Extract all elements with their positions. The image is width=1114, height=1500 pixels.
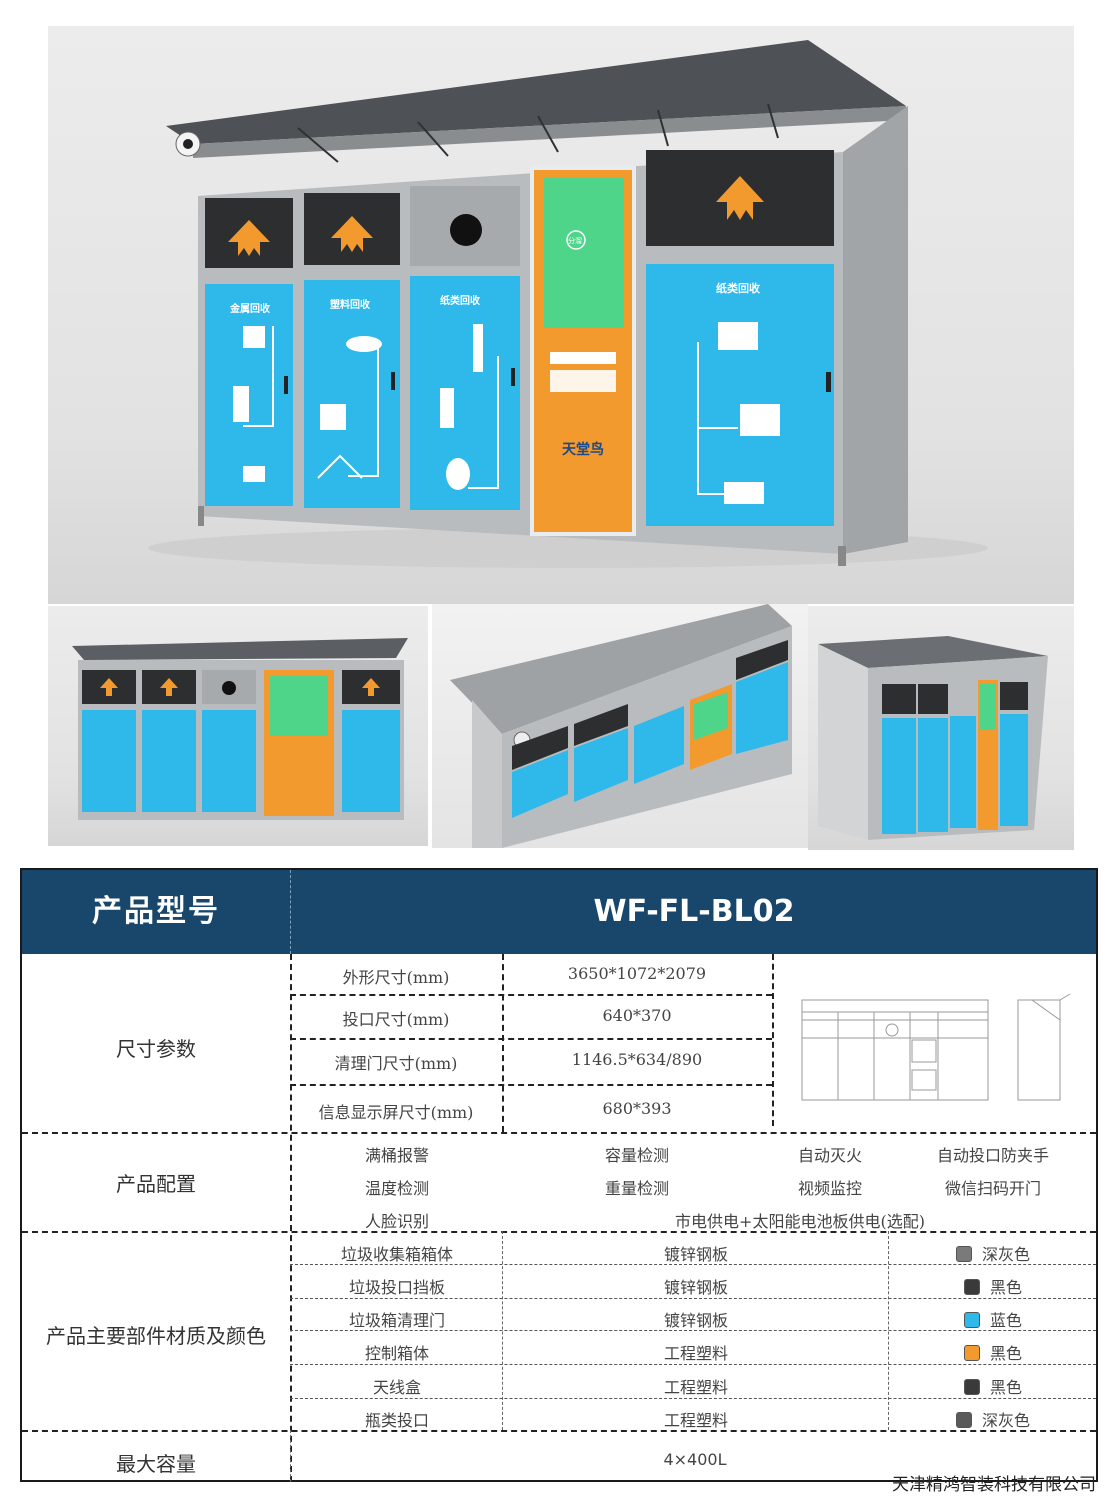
material-type: 工程塑料 [663, 1344, 728, 1363]
dim-label: 信息显示屏尺寸(mm) [318, 1103, 474, 1122]
roof-panel [166, 40, 906, 144]
config-item: 人脸识别 [364, 1212, 429, 1231]
dim-label: 清理门尺寸(mm) [334, 1054, 458, 1073]
recycle-arrow-icon [228, 220, 270, 256]
spec-table-header: 产品型号 WF-FL-BL02 [22, 870, 1096, 954]
color-name: 黑色 [989, 1344, 1022, 1363]
section-config: 产品配置 [116, 1172, 196, 1196]
color-swatch [963, 1279, 980, 1295]
bottle-slot-icon [450, 214, 482, 246]
material-color: 深灰色 [890, 1241, 1096, 1265]
product-photo-main: 金属回收 塑料回收 纸类回收 纸类回收 分溜 天堂鸟 [48, 26, 1074, 604]
recycling-station-side-view [818, 636, 1048, 840]
color-swatch [955, 1246, 972, 1262]
config-item: 自动灭火 [797, 1146, 862, 1165]
door-label-paper-right: 纸类回收 [716, 281, 760, 295]
info-screen [544, 178, 624, 328]
model-label: 产品型号 [92, 894, 220, 929]
material-color: 深灰色 [890, 1407, 1096, 1431]
door-label-metal: 金属回收 [229, 302, 270, 315]
config-item: 容量检测 [604, 1146, 669, 1165]
material-color: 黑色 [890, 1340, 1096, 1364]
material-type: 工程塑料 [663, 1378, 728, 1397]
company-name: 天津精鸿智装科技有限公司 [892, 1475, 1096, 1495]
dim-value: 640*370 [602, 1006, 672, 1025]
color-name: 黑色 [989, 1278, 1022, 1297]
brand-logo-text: 天堂鸟 [562, 441, 604, 458]
material-part: 垃圾箱清理门 [348, 1311, 445, 1330]
dim-value: 3650*1072*2079 [567, 964, 707, 983]
capacity-value: 4×400L [663, 1450, 727, 1469]
screen-badge-text: 分溜 [568, 236, 582, 245]
config-item: 市电供电+太阳能电池板供电(选配) [675, 1212, 925, 1231]
material-part: 瓶类投口 [364, 1411, 429, 1430]
config-item: 重量检测 [604, 1179, 669, 1198]
model-value: WF-FL-BL02 [593, 894, 795, 929]
material-type: 镀锌钢板 [663, 1311, 728, 1330]
color-name: 黑色 [989, 1378, 1022, 1397]
material-type: 镀锌钢板 [663, 1278, 728, 1297]
technical-drawing [801, 993, 1071, 1101]
color-name: 深灰色 [981, 1245, 1030, 1264]
door-label-paper: 纸类回收 [440, 294, 480, 307]
material-type: 镀锌钢板 [663, 1245, 728, 1264]
material-color: 蓝色 [890, 1307, 1096, 1331]
material-part: 垃圾收集箱箱体 [340, 1245, 453, 1264]
color-swatch [963, 1379, 980, 1395]
color-name: 深灰色 [981, 1411, 1030, 1430]
material-part: 控制箱体 [364, 1344, 429, 1363]
config-item: 自动投口防夹手 [936, 1146, 1049, 1165]
section-capacity: 最大容量 [116, 1452, 196, 1476]
dim-value: 1146.5*634/890 [571, 1050, 703, 1069]
dim-label: 外形尺寸(mm) [342, 968, 450, 987]
color-name: 蓝色 [989, 1311, 1022, 1330]
product-photo-side [808, 606, 1074, 850]
recycling-station-front-view [72, 638, 408, 820]
recycling-station-illustration: 金属回收 塑料回收 纸类回收 纸类回收 分溜 天堂鸟 [148, 40, 988, 568]
section-dimensions: 尺寸参数 [116, 1037, 196, 1061]
cleaning-door-plastic [304, 280, 400, 508]
material-type: 工程塑料 [663, 1411, 728, 1430]
material-color: 黑色 [890, 1374, 1096, 1398]
recycle-arrow-icon [716, 176, 764, 220]
color-swatch [963, 1312, 980, 1328]
config-item: 满桶报警 [364, 1146, 429, 1165]
config-item: 视频监控 [797, 1179, 862, 1198]
product-photo-front [48, 606, 428, 846]
spec-table: 产品型号 WF-FL-BL02 尺寸参数 外形尺寸(mm) 3650*1072*… [20, 868, 1098, 1482]
config-item: 温度检测 [364, 1179, 429, 1198]
dim-value: 680*393 [602, 1099, 672, 1118]
recycle-arrow-icon [331, 216, 373, 252]
material-color: 黑色 [890, 1274, 1096, 1298]
config-item: 微信扫码开门 [944, 1179, 1041, 1198]
dim-label: 投口尺寸(mm) [342, 1010, 450, 1029]
material-part: 垃圾投口挡板 [348, 1278, 445, 1297]
product-photo-perspective [432, 604, 808, 848]
door-label-plastic: 塑料回收 [330, 298, 370, 311]
section-materials: 产品主要部件材质及颜色 [46, 1324, 266, 1348]
color-swatch [955, 1412, 972, 1428]
material-part: 天线盒 [372, 1378, 421, 1397]
color-swatch [963, 1345, 980, 1361]
recycling-station-perspective-view [450, 604, 792, 848]
